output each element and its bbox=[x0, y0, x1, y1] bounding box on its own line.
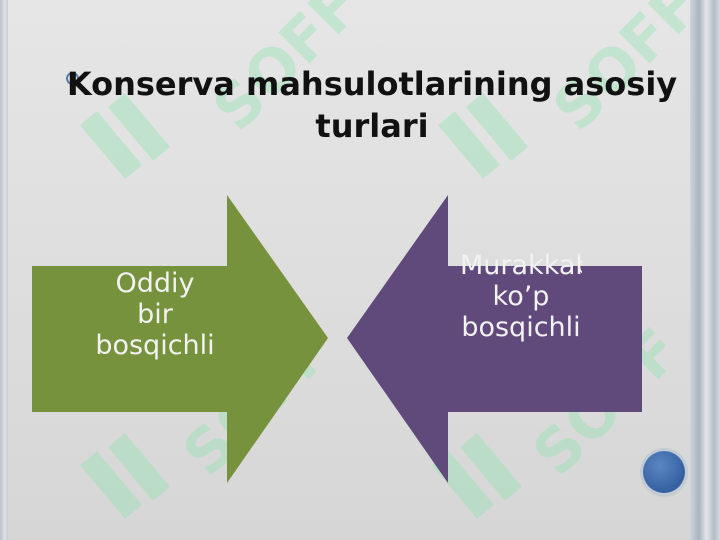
watermark-logo-icon bbox=[438, 93, 528, 179]
nav-circle-button[interactable] bbox=[643, 451, 685, 493]
left-arrow-shape bbox=[32, 195, 328, 483]
bullet-icon bbox=[66, 72, 79, 85]
watermark-logo-icon bbox=[80, 433, 170, 519]
watermark-logo-icon bbox=[80, 93, 170, 179]
slide-left-border bbox=[0, 0, 8, 540]
slide-right-border bbox=[690, 0, 720, 540]
right-arrow-label-text: Murakkab ko’p bosqichli bbox=[460, 250, 582, 343]
slide-title: Konserva mahsulotlarining asosiy turlari bbox=[66, 65, 678, 145]
right-arrow-label: Murakkab ko’p bosqichli bbox=[460, 240, 582, 412]
left-arrow-label: Oddiy bir bosqichli bbox=[95, 268, 215, 361]
right-arrow-shape bbox=[347, 195, 642, 483]
